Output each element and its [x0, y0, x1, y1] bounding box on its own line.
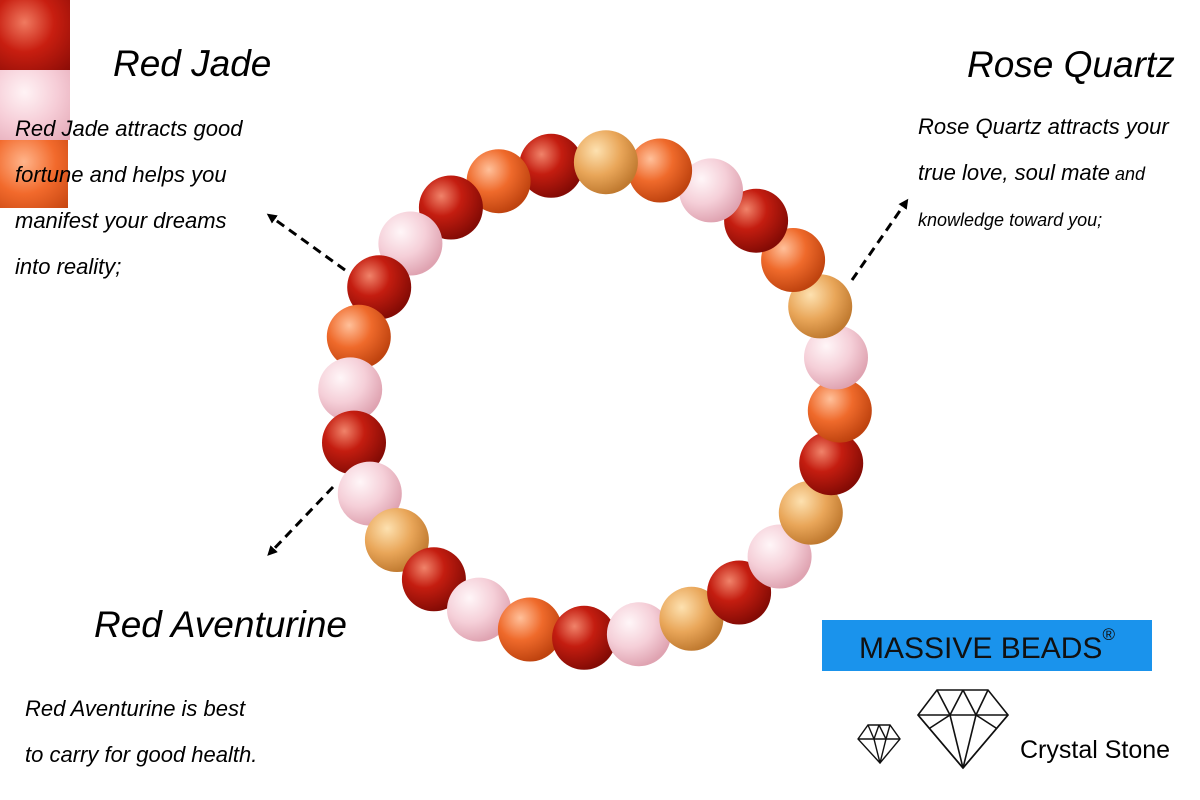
- bracelet-bead-pink: [337, 461, 402, 526]
- bracelet-bead-red: [724, 188, 789, 253]
- brand-name-text: MASSIVE BEADS: [859, 632, 1103, 665]
- bracelet-bead-red: [799, 431, 864, 496]
- red-jade-line: Red Jade attracts good: [15, 116, 243, 141]
- red-aventurine-arrow: [267, 485, 335, 556]
- bracelet-bead-orange: [807, 378, 872, 443]
- bracelet-bead-pink: [447, 577, 511, 642]
- red-jade-line: into reality;: [15, 254, 122, 279]
- red-jade-line: fortune and helps you: [15, 162, 227, 187]
- red-aventurine-description: Red Aventurine is best to carry for good…: [25, 686, 257, 778]
- red-jade-title: Red Jade: [113, 43, 272, 84]
- bracelet-bead-red: [519, 133, 584, 198]
- bracelet-bead-red: [347, 255, 412, 320]
- brand-name: MASSIVE BEADS®: [822, 620, 1152, 671]
- large-diamond-icon: [916, 689, 1010, 770]
- rose-quartz-line-main: true love, soul mate: [918, 160, 1110, 185]
- red-jade-bead-swatch: [0, 0, 70, 70]
- registered-mark: ®: [1102, 625, 1115, 644]
- red-jade-arrow: [266, 213, 346, 272]
- bracelet-bead-orange: [497, 597, 562, 662]
- bracelet-bead-pink: [679, 158, 743, 223]
- bracelet-bead-orange: [466, 149, 531, 214]
- bracelet-bead-yellow: [788, 274, 853, 339]
- rose-quartz-line: Rose Quartz attracts your: [918, 114, 1169, 139]
- bracelet-bead-red: [322, 410, 386, 475]
- bracelet-bead-yellow: [778, 480, 843, 545]
- bracelet-beads: [318, 130, 872, 670]
- bracelet-bead-orange: [326, 304, 391, 369]
- bracelet-bead-pink: [606, 602, 671, 667]
- bracelet-bead-red: [401, 547, 466, 612]
- small-diamond-icon: [857, 724, 901, 765]
- rose-quartz-title: Rose Quartz: [967, 44, 1175, 85]
- red-aventurine-bead-swatch: [0, 140, 68, 208]
- red-aventurine-title: Red Aventurine: [94, 604, 348, 645]
- rose-quartz-line: knowledge toward you;: [918, 210, 1103, 230]
- bracelet-bead-pink: [804, 325, 868, 390]
- red-jade-line: manifest your dreams: [15, 208, 227, 233]
- red-aventurine-line: to carry for good health.: [25, 742, 258, 767]
- rose-quartz-line: true love, soul mate and: [918, 150, 1169, 197]
- red-aventurine-line: Red Aventurine is best: [25, 696, 246, 721]
- rose-quartz-arrow: [850, 198, 909, 281]
- bracelet-bead-pink: [318, 357, 383, 422]
- bracelet-bead-yellow: [659, 586, 724, 651]
- red-jade-description: Red Jade attracts good fortune and helps…: [15, 106, 242, 290]
- rose-quartz-description: Rose Quartz attracts your true love, sou…: [918, 104, 1169, 243]
- rose-quartz-line-small: and: [1109, 164, 1146, 184]
- bracelet-bead-orange: [628, 138, 693, 203]
- brand-tagline: Crystal Stone: [1020, 736, 1171, 764]
- rose-quartz-bead-swatch: [0, 70, 70, 140]
- bracelet-bead-red: [552, 605, 617, 670]
- brand-banner: MASSIVE BEADS®: [822, 620, 1152, 671]
- bracelet-bead-yellow: [573, 130, 638, 195]
